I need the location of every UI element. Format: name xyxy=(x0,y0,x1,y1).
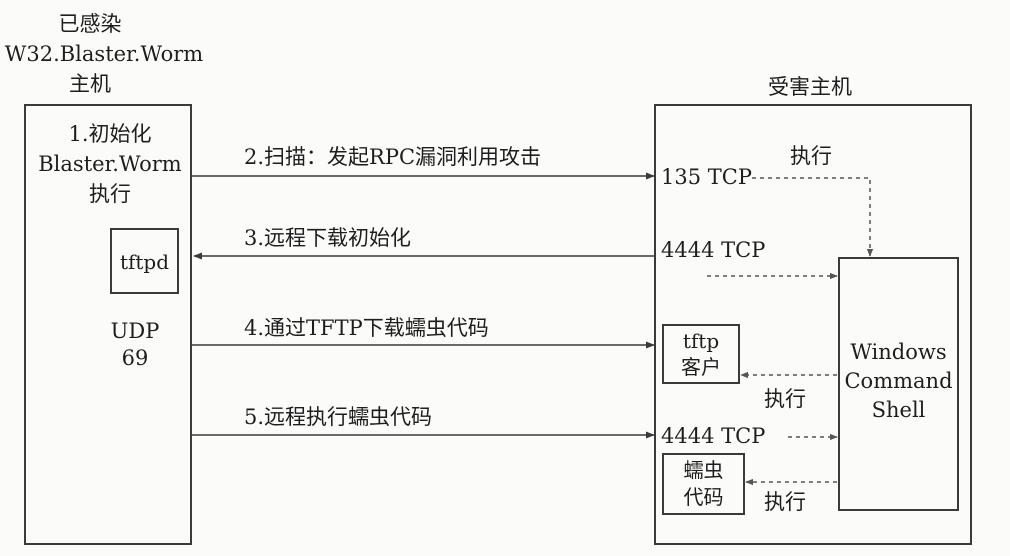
step1-line-1: 1.初始化 xyxy=(68,122,152,146)
tftp-client-line-2: 客户 xyxy=(681,355,721,379)
step3-label: 3.远程下载初始化 xyxy=(244,226,412,250)
udp-port: 69 xyxy=(121,346,149,370)
exec-label-2: 执行 xyxy=(764,387,806,411)
step4-label: 4.通过TFTP下载蠕虫代码 xyxy=(244,316,489,340)
exec-label-3: 执行 xyxy=(764,490,806,514)
worm-code-line-2: 代码 xyxy=(683,485,724,509)
worm-code-line-1: 蠕虫 xyxy=(683,458,724,482)
shell-line-3: Shell xyxy=(871,398,926,422)
infected-host-title-1: 已感染 xyxy=(58,12,122,36)
infected-host-title-3: 主机 xyxy=(69,72,111,96)
udp-label: UDP xyxy=(110,319,160,343)
dashed-exec-135-to-shell xyxy=(752,177,874,257)
step2-label: 2.扫描：发起RPC漏洞利用攻击 xyxy=(244,145,542,169)
victim-host-title: 受害主机 xyxy=(768,75,852,99)
step1-line-2: Blaster.Worm xyxy=(38,152,182,176)
port-4444-b-label: 4444 TCP xyxy=(661,424,766,448)
port-135-label: 135 TCP xyxy=(661,165,752,189)
shell-line-1: Windows xyxy=(850,340,947,364)
victim-host-box xyxy=(654,104,972,545)
infected-host-title-2: W32.Blaster.Worm xyxy=(4,42,204,66)
worm-code-box xyxy=(662,453,745,515)
tftp-client-box xyxy=(662,324,740,384)
shell-line-2: Command xyxy=(844,369,953,393)
windows-command-shell-box xyxy=(838,257,959,511)
tftp-client-line-1: tftp xyxy=(682,329,720,353)
port-4444-a-label: 4444 TCP xyxy=(661,238,766,262)
infected-host-box xyxy=(24,104,192,545)
tftpd-label: tftpd xyxy=(119,250,170,274)
tftpd-box xyxy=(110,228,179,294)
exec-label-1: 执行 xyxy=(790,144,832,168)
step1-line-3: 执行 xyxy=(89,182,131,206)
step5-label: 5.远程执行蠕虫代码 xyxy=(244,405,433,429)
